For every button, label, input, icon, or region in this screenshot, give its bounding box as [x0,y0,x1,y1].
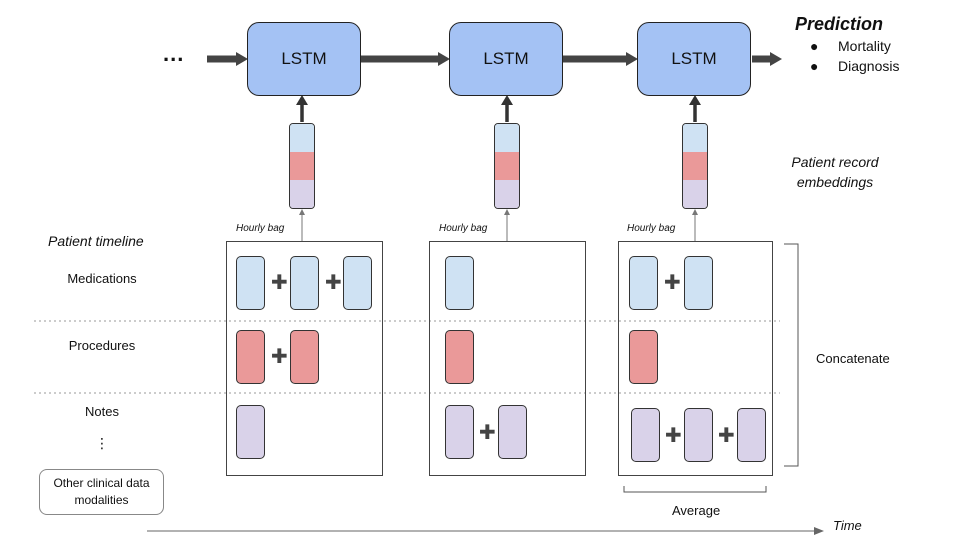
prediction-title: Prediction [795,14,884,34]
prediction-item-mortality: ●Mortality [810,38,891,54]
hourly-bag-label: Hourly bag [439,223,488,234]
note-card [631,408,660,462]
bag-to-embedding-arrows [299,209,698,241]
note-card [737,408,766,462]
plus-icon: ✚ [271,272,288,294]
leading-ellipsis: ... [163,41,185,66]
lstm-box-2: LSTM [449,22,563,96]
plus-icon: ✚ [664,272,681,294]
vertical-ellipsis: ⋮ [95,435,109,451]
medication-card [236,256,265,310]
embedding-segment-procedure [683,151,707,180]
embeddings-label: Patient record embeddings [791,154,879,190]
row-label-medications: Medications [67,271,137,286]
embedding-segment-note [290,179,314,208]
medication-card [343,256,372,310]
average-bracket [623,486,767,493]
lstm-label: LSTM [281,49,327,68]
hourly-bag-label: Hourly bag [627,223,676,234]
note-card [445,405,474,459]
plus-icon: ✚ [479,422,496,444]
embedding-vector-3 [682,123,708,209]
lstm-box-3: LSTM [637,22,751,96]
medication-card [290,256,319,310]
medication-card [684,256,713,310]
lstm-chain-arrows [207,52,782,66]
note-card [236,405,265,459]
lstm-label: LSTM [483,49,529,68]
timeline-title: Patient timeline [48,233,144,249]
embedding-vector-1 [289,123,315,209]
note-card [498,405,527,459]
embedding-to-lstm-arrows [296,95,701,122]
time-axis-label: Time [833,518,862,533]
concatenate-label: Concatenate [816,351,890,366]
hourly-bag-2 [429,241,586,476]
embedding-segment-medication [495,124,519,152]
embedding-segment-note [495,179,519,208]
embedding-segment-note [683,179,707,208]
medication-card [445,256,474,310]
bullet-icon: ● [810,38,819,54]
average-label: Average [672,503,721,518]
embedding-vector-2 [494,123,520,209]
other-modalities-box: Other clinical data modalities [39,469,164,515]
plus-icon: ✚ [665,425,682,447]
lstm-box-1: LSTM [247,22,361,96]
plus-icon: ✚ [718,425,735,447]
row-label-procedures: Procedures [68,338,136,353]
prediction-item-diagnosis: ●Diagnosis [810,58,900,74]
note-card [684,408,713,462]
embedding-segment-procedure [290,151,314,180]
embedding-segment-procedure [495,151,519,180]
hourly-bag-label: Hourly bag [236,223,285,234]
procedure-card [290,330,319,384]
concatenate-bracket [784,243,799,467]
bullet-icon: ● [810,58,819,74]
procedure-card [629,330,658,384]
hourly-bag-1 [226,241,383,476]
row-label-notes: Notes [85,404,119,419]
plus-icon: ✚ [325,272,342,294]
embedding-segment-medication [290,124,314,152]
hourly-bag-3 [618,241,773,476]
plus-icon: ✚ [271,346,288,368]
procedure-card [236,330,265,384]
prediction-list: ●Mortality ●Diagnosis [810,36,899,76]
lstm-label: LSTM [671,49,717,68]
medication-card [629,256,658,310]
procedure-card [445,330,474,384]
embedding-segment-medication [683,124,707,152]
